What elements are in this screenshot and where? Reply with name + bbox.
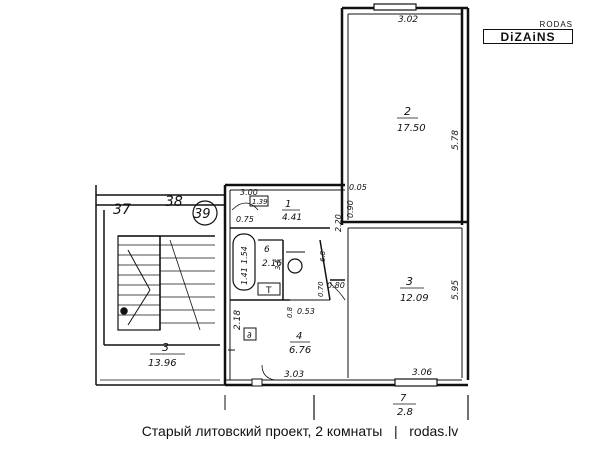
stair-room-number: 3 [162, 341, 169, 354]
dim-2-20: 2.20 [334, 214, 343, 232]
dim-0-75: 0.75 [236, 215, 254, 224]
stair-labels: 37 38 39 [113, 194, 218, 226]
dim-0-80: 0.80 [327, 281, 345, 290]
flat-39-marker [192, 200, 218, 226]
staircase [95, 185, 225, 386]
dim-0-8: 0.8 [286, 306, 294, 318]
wardrobe-mark: T [265, 286, 272, 296]
dimensions: 3.00 0.75 0.05 2.20 0.90 0.80 0.70 0.53 … [236, 183, 367, 318]
logo-brand-large: DiZAiNS [483, 29, 573, 44]
room-1-area: 4.41 [282, 213, 302, 223]
room-6-number: 6 [264, 245, 270, 255]
room-3-width: 3.06 [412, 368, 432, 378]
room-4-width: 3.03 [284, 370, 304, 380]
caption-text: Старый литовский проект, 2 комнаты [141, 423, 383, 439]
room-1-number: 1 [285, 199, 291, 210]
stair-room: 3 13.96 [148, 341, 185, 369]
room-2-length: 5.78 [451, 130, 461, 150]
dim-3-00: 3.00 [240, 188, 258, 197]
room-5-length: 1.54 [240, 246, 249, 264]
room-4-number: 4 [296, 331, 302, 342]
room-2-area: 17.50 [397, 123, 426, 134]
room-2-number: 2 [404, 105, 411, 118]
caption-site: rodas.lv [409, 423, 459, 439]
apartment-walls [223, 3, 470, 420]
dim-0-90: 0.90 [346, 200, 355, 218]
room-3-number: 3 [406, 275, 413, 288]
stair-room-area: 13.96 [148, 358, 177, 369]
flat-38-label: 38 [165, 194, 183, 210]
room-4-area: 6.76 [289, 345, 311, 356]
caption-separator: | [393, 423, 398, 439]
dim-6-8: 6.8 [319, 250, 327, 262]
room-1: 1 4.41 [282, 199, 302, 223]
room-7: 7 2.8 [393, 393, 416, 418]
room-2-width: 3.02 [398, 15, 418, 25]
room-3-length: 5.95 [451, 280, 461, 300]
dim-1-39: 1.39 [252, 198, 268, 206]
room-5-area: 1.41 [240, 267, 249, 285]
rodas-dizains-logo: RODAS DiZAiNS [481, 20, 575, 46]
dim-0-53: 0.53 [297, 307, 315, 316]
flat-37-label: 37 [113, 202, 131, 218]
logo-brand-small: RODAS [539, 20, 573, 29]
room-7-area: 2.8 [397, 407, 413, 418]
dim-0-05: 0.05 [349, 183, 367, 192]
sink-mark: ∂ [247, 331, 252, 341]
room-7-number: 7 [400, 393, 407, 404]
room-6: 6 2.16 [262, 245, 282, 269]
room-3-area: 12.09 [400, 293, 429, 304]
room-3: 3 12.09 5.95 3.06 [400, 275, 461, 378]
dim-3-5: 3.5 [274, 258, 282, 270]
room-5: 1.54 1.41 [240, 246, 249, 285]
room-4: 4 6.76 3.03 2.18 ∂ [233, 310, 311, 380]
room-2: 3.02 2 17.50 5.78 [397, 15, 461, 150]
caption: Старый литовский проект, 2 комнаты | rod… [0, 423, 600, 439]
room-6-area: 2.16 [262, 259, 282, 269]
dim-0-70: 0.70 [317, 281, 325, 297]
room-4-length: 2.18 [233, 310, 243, 330]
flat-39-label: 39 [194, 207, 211, 222]
